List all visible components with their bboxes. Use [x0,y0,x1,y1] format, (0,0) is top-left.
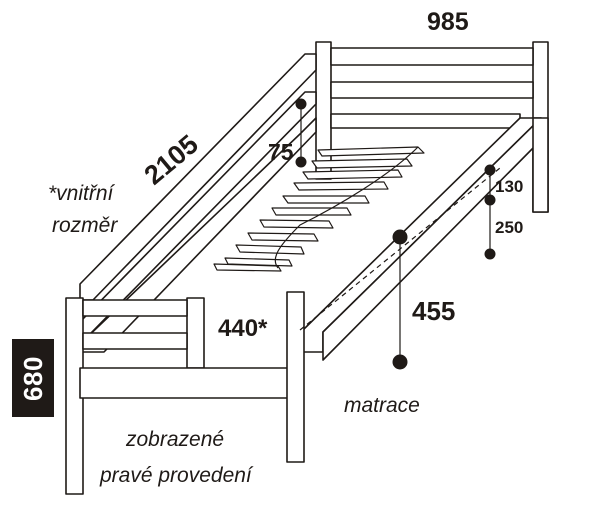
mattress-height-label: 455 [412,296,455,326]
rail-bottom-label: 250 [495,218,523,237]
rail-top-label: 130 [495,177,523,196]
footboard [65,291,305,495]
overall-height-label: 680 [17,355,48,401]
variant-note-line1: zobrazené [125,428,224,451]
dimension-markers [295,98,496,370]
slat-curve [274,146,419,269]
front-rail [302,117,549,361]
mattress-note: matrace [344,394,420,417]
leg-height-label: 440* [218,315,268,342]
overall-height-tab: 680 [12,339,54,417]
headboard-gap-label: 75 [268,139,294,165]
width-label: 985 [427,8,469,36]
inner-size-note-line1: *vnitřní [48,182,116,205]
inner-size-note-line2: rozměr [52,214,118,237]
variant-note-line2: pravé provedení [99,464,254,487]
